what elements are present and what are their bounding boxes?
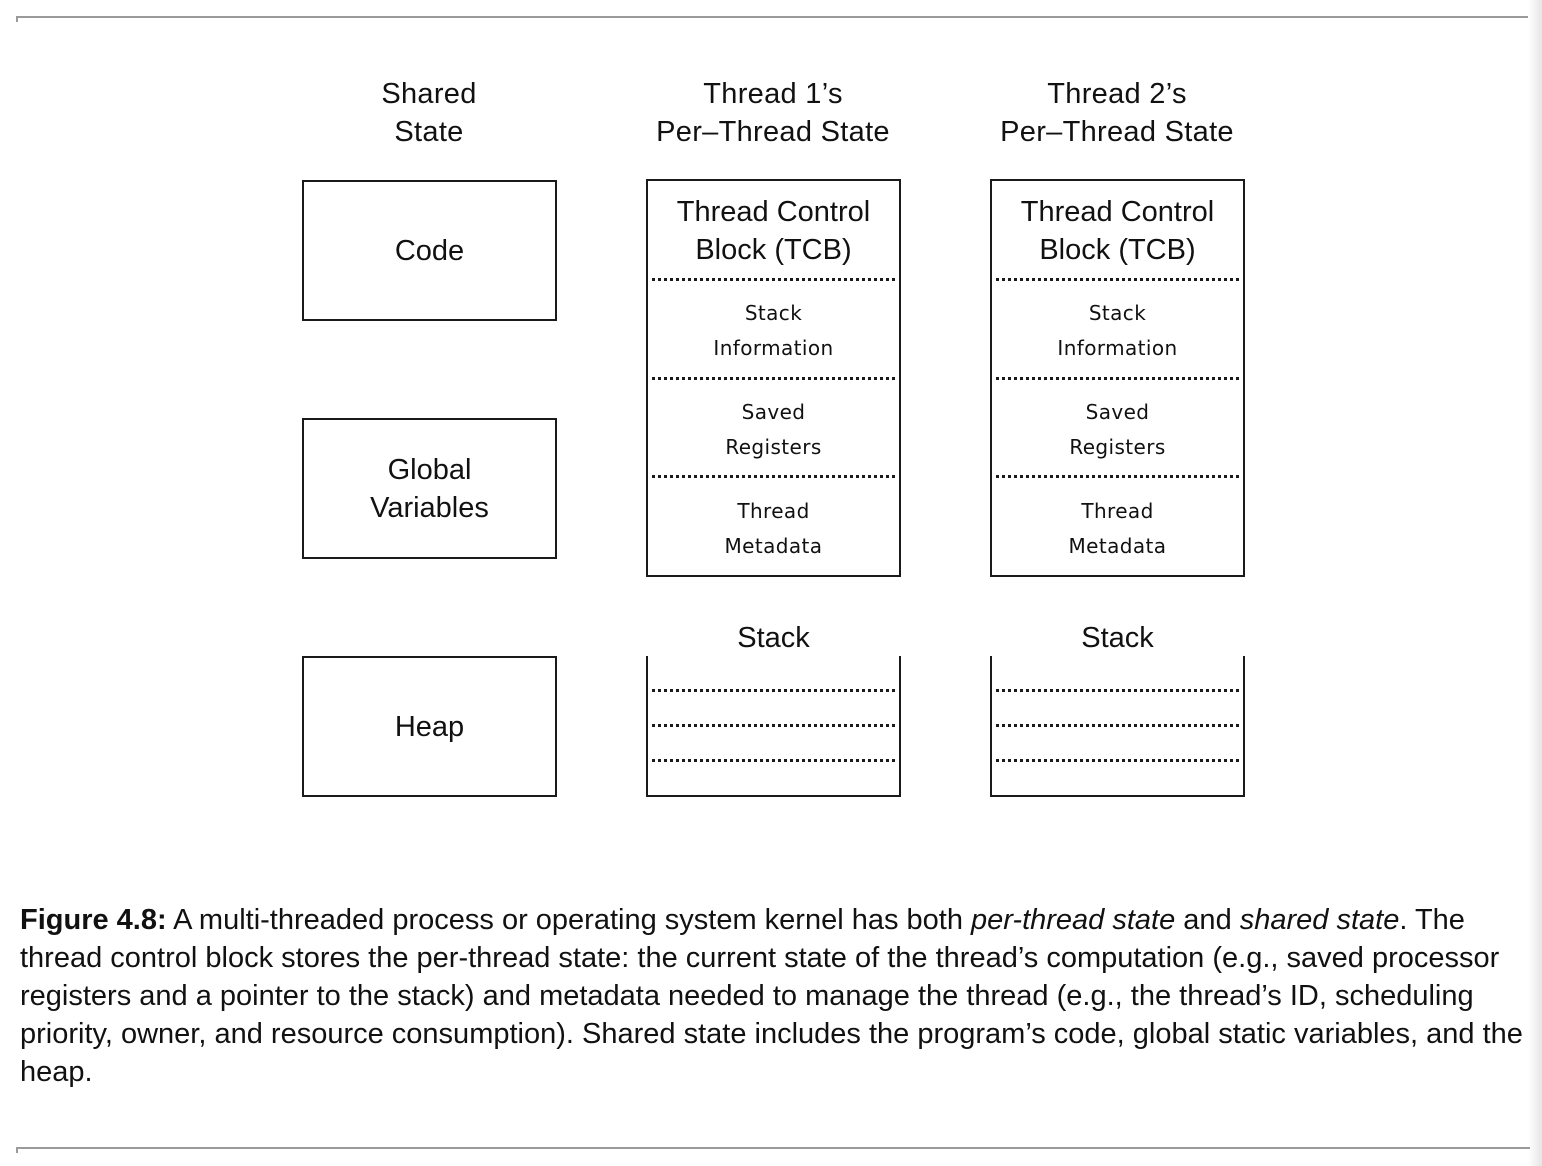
caption-text-3: . The thread control block stores the pe…	[20, 904, 1523, 1088]
thread2-metadata-line2: Metadata	[1068, 534, 1167, 558]
shared-heading-line1: Shared	[381, 78, 477, 110]
thread1-thread-metadata: Thread Metadata	[648, 494, 899, 564]
thread2-tcb-divider-1	[996, 278, 1239, 281]
thread2-metadata-line1: Thread	[1081, 499, 1154, 523]
global-variables-line2: Variables	[370, 491, 489, 524]
heap-box: Heap	[302, 656, 557, 797]
thread1-tcb-title-line2: Block (TCB)	[695, 234, 852, 266]
shared-heading-line2: State	[394, 116, 464, 148]
thread2-stack-label: Stack	[1081, 622, 1154, 654]
top-rule	[16, 16, 1530, 22]
thread2-heading-line1: Thread 2’s	[1047, 78, 1187, 110]
thread2-saved-registers: Saved Registers	[992, 395, 1243, 465]
figure-label: Figure 4.8:	[20, 904, 167, 936]
thread1-saved-regs-line2: Registers	[725, 435, 822, 459]
thread2-saved-regs-line1: Saved	[1085, 400, 1150, 424]
thread2-saved-regs-line2: Registers	[1069, 435, 1166, 459]
caption-text-2: and	[1175, 904, 1240, 936]
thread1-stack-frame-divider-1	[652, 689, 895, 692]
thread2-thread-metadata: Thread Metadata	[992, 494, 1243, 564]
thread1-tcb-divider-1	[652, 278, 895, 281]
thread1-stack-info-line1: Stack	[744, 301, 803, 325]
thread2-tcb-title-line2: Block (TCB)	[1039, 234, 1196, 266]
thread1-stack-label: Stack	[737, 622, 810, 654]
thread1-tcb-divider-3	[652, 475, 895, 478]
thread1-heading: Thread 1’s Per–Thread State	[603, 75, 943, 151]
thread2-stack-info-line2: Information	[1057, 336, 1178, 360]
thread1-stack-frame-divider-3	[652, 759, 895, 762]
thread2-stack-frame-divider-3	[996, 759, 1239, 762]
thread2-heading: Thread 2’s Per–Thread State	[947, 75, 1287, 151]
thread2-tcb-divider-3	[996, 475, 1239, 478]
thread2-tcb-divider-2	[996, 377, 1239, 380]
code-label: Code	[394, 234, 465, 267]
thread2-stack	[990, 656, 1245, 797]
caption-text-1: A multi-threaded process or operating sy…	[166, 904, 972, 936]
thread1-heading-line1: Thread 1’s	[703, 78, 843, 110]
caption-italic-per-thread-state: per-thread state	[971, 904, 1176, 936]
thread1-tcb-title: Thread Control Block (TCB)	[648, 193, 899, 269]
thread2-tcb-title: Thread Control Block (TCB)	[992, 193, 1243, 269]
caption-italic-shared-state: shared state	[1239, 904, 1400, 936]
thread1-stack	[646, 656, 901, 797]
thread1-stack-frame-divider-2	[652, 724, 895, 727]
thread1-stack-information: Stack Information	[648, 296, 899, 366]
thread1-saved-regs-line1: Saved	[741, 400, 806, 424]
code-box: Code	[302, 180, 557, 321]
page-edge-shadow	[1528, 0, 1542, 1166]
thread2-tcb-title-line1: Thread Control	[1020, 196, 1215, 228]
thread2-stack-frame-divider-2	[996, 724, 1239, 727]
figure-caption: Figure 4.8: A multi-threaded process or …	[20, 901, 1525, 1091]
bottom-rule	[16, 1147, 1530, 1153]
thread2-stack-info-line1: Stack	[1088, 301, 1147, 325]
thread1-metadata-line2: Metadata	[724, 534, 823, 558]
global-variables-line1: Global	[387, 453, 472, 486]
thread2-stack-frame-divider-1	[996, 689, 1239, 692]
heap-label: Heap	[394, 710, 465, 743]
thread1-metadata-line1: Thread	[737, 499, 810, 523]
thread1-tcb-title-line1: Thread Control	[676, 196, 871, 228]
thread1-tcb: Thread Control Block (TCB) Stack Informa…	[646, 179, 901, 577]
thread1-stack-info-line2: Information	[713, 336, 834, 360]
thread2-heading-line2: Per–Thread State	[1000, 116, 1234, 148]
thread1-saved-registers: Saved Registers	[648, 395, 899, 465]
shared-state-heading: Shared State	[259, 75, 599, 151]
thread2-tcb: Thread Control Block (TCB) Stack Informa…	[990, 179, 1245, 577]
thread2-stack-information: Stack Information	[992, 296, 1243, 366]
thread1-tcb-divider-2	[652, 377, 895, 380]
global-variables-box: Global Variables	[302, 418, 557, 559]
thread1-heading-line2: Per–Thread State	[656, 116, 890, 148]
